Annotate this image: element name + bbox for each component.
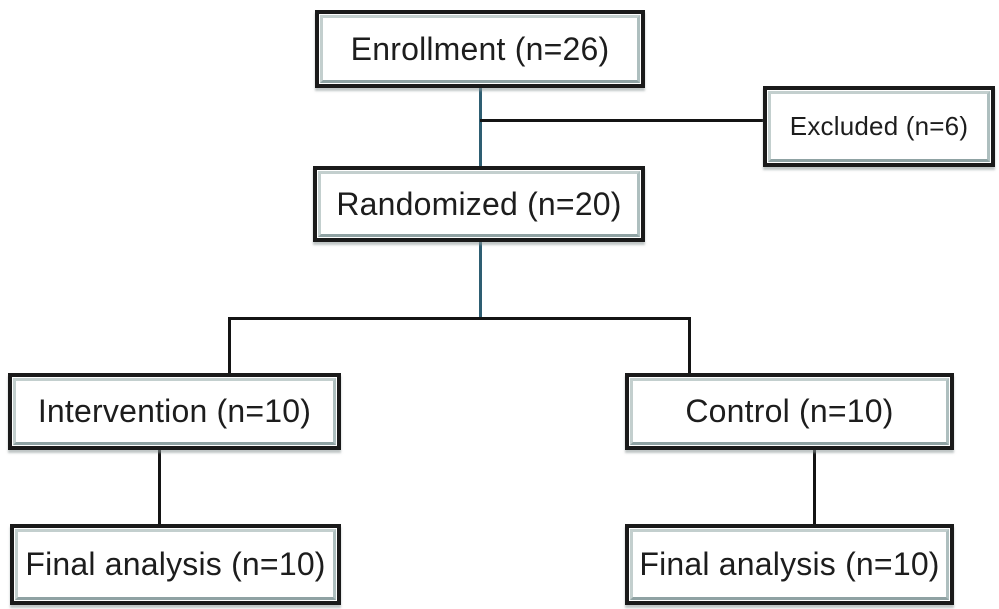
node-bevel: Enrollment (n=26) [320,15,640,83]
connector-enrollment-excluded [480,119,763,122]
connector-enrollment-randomized [479,86,482,167]
node-final-analysis-intervention: Final analysis (n=10) [10,524,341,605]
connector-branch-intervention [228,317,231,374]
connector-control-final-analysis [813,449,816,526]
node-excluded-label: Excluded (n=6) [789,111,969,141]
node-randomized-label: Randomized (n=20) [336,185,622,222]
node-enrollment: Enrollment (n=26) [315,10,645,88]
connector-randomized-branch [479,241,482,319]
connector-intervention-final-analysis [158,449,161,526]
node-bevel: Control (n=10) [630,378,949,445]
node-bevel: Excluded (n=6) [768,91,990,162]
node-final-analysis-right-label: Final analysis (n=10) [639,546,940,582]
connector-branch-control [688,317,691,374]
node-bevel: Intervention (n=10) [13,378,336,445]
node-control-label: Control (n=10) [685,393,894,429]
node-intervention: Intervention (n=10) [8,373,341,450]
node-bevel: Final analysis (n=10) [630,529,949,600]
branch-horizontal-line [228,317,691,320]
node-final-analysis-left-label: Final analysis (n=10) [25,546,326,582]
node-intervention-label: Intervention (n=10) [37,393,312,429]
node-bevel: Randomized (n=20) [318,171,640,237]
node-final-analysis-control: Final analysis (n=10) [625,524,954,605]
node-bevel: Final analysis (n=10) [15,529,336,600]
node-excluded: Excluded (n=6) [763,86,995,167]
node-randomized: Randomized (n=20) [313,166,645,242]
node-enrollment-label: Enrollment (n=26) [350,30,610,67]
node-control: Control (n=10) [625,373,954,450]
